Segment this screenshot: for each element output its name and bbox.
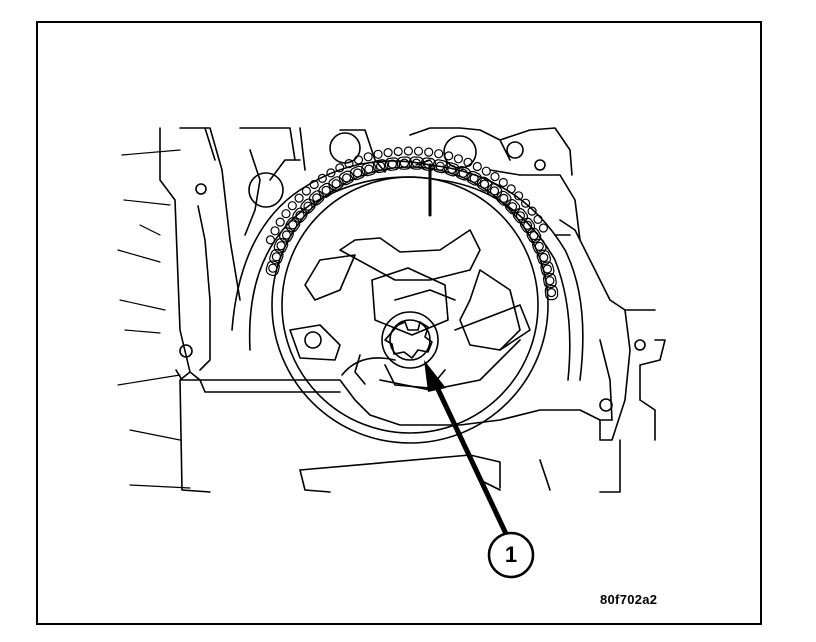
chain-plate [349,165,366,181]
chain-link [515,211,526,221]
chain-plate [476,176,493,192]
chain-plate [318,182,334,198]
chain-link [303,201,313,211]
figure-code: 80f702a2 [600,592,658,607]
chain-link [373,149,383,159]
chain-plate [372,159,389,174]
chain-link [472,161,482,172]
chain-link [344,159,354,169]
chain-plate [496,190,512,207]
chain-plate [273,237,289,254]
chain-plate [536,249,552,266]
chain-link [363,152,373,162]
chain-link [546,288,557,298]
chain-plate [455,166,471,181]
chain-plate [285,216,301,233]
chain-plate [544,284,559,301]
chain-plate [338,170,355,186]
chain-link [527,206,537,216]
chain-plate [466,170,482,186]
chain-plate [540,261,555,277]
timing-chain [265,146,559,301]
chain-plate [531,238,547,255]
chain-link [444,151,454,161]
chain-link [424,147,434,157]
chain-plate [486,183,503,199]
chain-plate [432,159,448,174]
chain-link [265,235,275,245]
chain-link [507,202,518,212]
chain-plate [328,176,344,192]
chain-plate [384,157,401,171]
chain-link [275,217,285,227]
chain-plate [300,198,316,214]
chain-link [520,198,531,208]
chain-plate [420,157,437,172]
chain-link [321,185,331,195]
chain-plate [520,217,536,234]
chain-link [294,193,304,203]
chain-link [434,149,444,159]
block-hatching [117,149,191,489]
chain-link [309,179,319,190]
chain-link [301,186,311,196]
chain-plate [443,162,460,177]
chain-link [281,209,291,219]
crank-lower-body [341,304,531,376]
chain-plate [408,156,425,170]
chain-link [287,201,297,211]
chain-link [403,146,413,156]
chain-link [326,168,336,178]
callout-number: 1 [504,542,518,567]
chain-link [335,163,345,173]
chain-link [499,193,509,203]
chain-plate [512,208,529,224]
chain-plate [279,227,294,243]
chain-plate [526,227,542,244]
chain-link [317,173,327,183]
chain-link [383,148,393,158]
crankshaft-bolt [354,267,456,389]
chain-plate [292,207,308,223]
chain-link [481,166,491,176]
chain-plate [269,248,284,265]
chain-plate [504,198,521,215]
chain-link [463,157,473,167]
engine-block-outline [159,127,666,493]
chain-link [270,226,280,236]
callout-leader-arrow [424,360,511,541]
chain-link [295,210,305,220]
chain-link [498,177,508,188]
chain-plate [396,156,413,170]
chain-link [353,155,364,165]
chain-link [393,146,403,157]
chain-link [399,158,409,168]
bolt-holes [179,132,646,412]
chain-plate [542,272,557,289]
chain-link [513,191,524,201]
chain-link [453,154,463,164]
chain-link [538,223,549,233]
chain-plate [308,190,325,206]
chain-link [312,193,322,203]
chain-plate [361,161,377,177]
chain-link [413,146,424,156]
chain-plate [265,260,280,276]
chain-link [533,214,543,224]
callout-circle [487,531,535,579]
chain-link [490,172,500,182]
chain-link [506,184,516,194]
